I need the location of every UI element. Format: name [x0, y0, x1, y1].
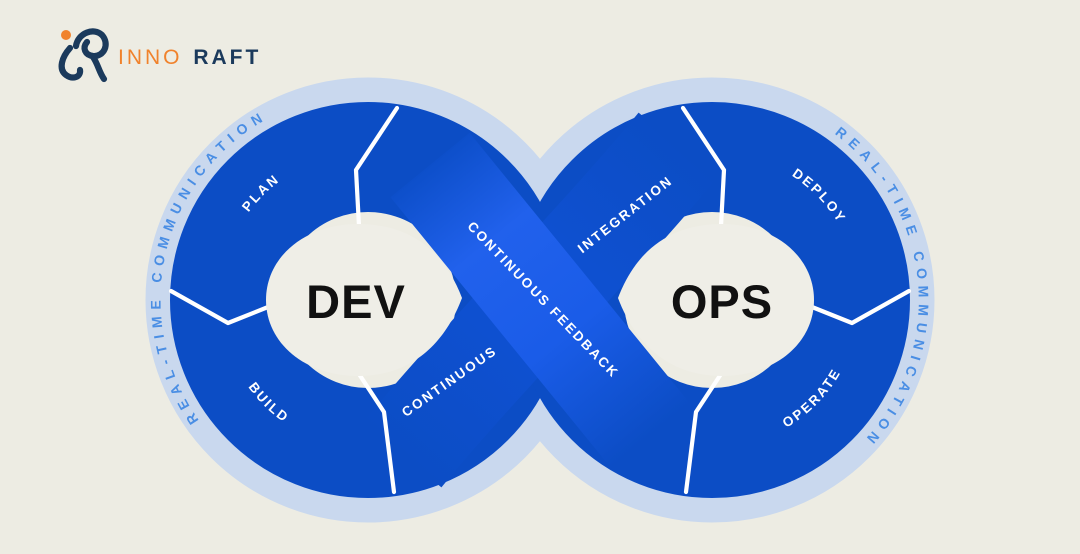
brand-name-prefix: INNO	[118, 46, 183, 69]
divider-integration-deploy	[680, 105, 727, 229]
continuous-feedback-ribbon	[390, 132, 690, 468]
monogram-stem	[58, 44, 84, 81]
divider-operate-feedback	[683, 371, 724, 495]
loop-centers: DEV OPS	[266, 224, 814, 376]
ops-title: OPS	[671, 275, 773, 328]
segment-dividers	[168, 105, 912, 495]
monogram-loop	[72, 28, 109, 60]
divider-plan-build	[168, 288, 286, 326]
divider-build-continuous	[356, 371, 397, 495]
divider-plan-feedback	[353, 105, 400, 229]
innoraft-monogram-icon	[58, 28, 109, 83]
brand-name-suffix: RAFT	[193, 46, 261, 69]
monogram-leg	[89, 53, 108, 83]
dev-center-shape	[266, 224, 462, 376]
innoraft-logo: INNO RAFT	[58, 28, 261, 83]
brand-wordmark: INNO RAFT	[118, 46, 261, 69]
divider-deploy-operate	[794, 288, 912, 326]
dev-title: DEV	[306, 275, 406, 328]
ops-center-shape	[618, 224, 814, 376]
monogram-dot-icon	[61, 30, 71, 40]
ribbons	[362, 112, 718, 488]
